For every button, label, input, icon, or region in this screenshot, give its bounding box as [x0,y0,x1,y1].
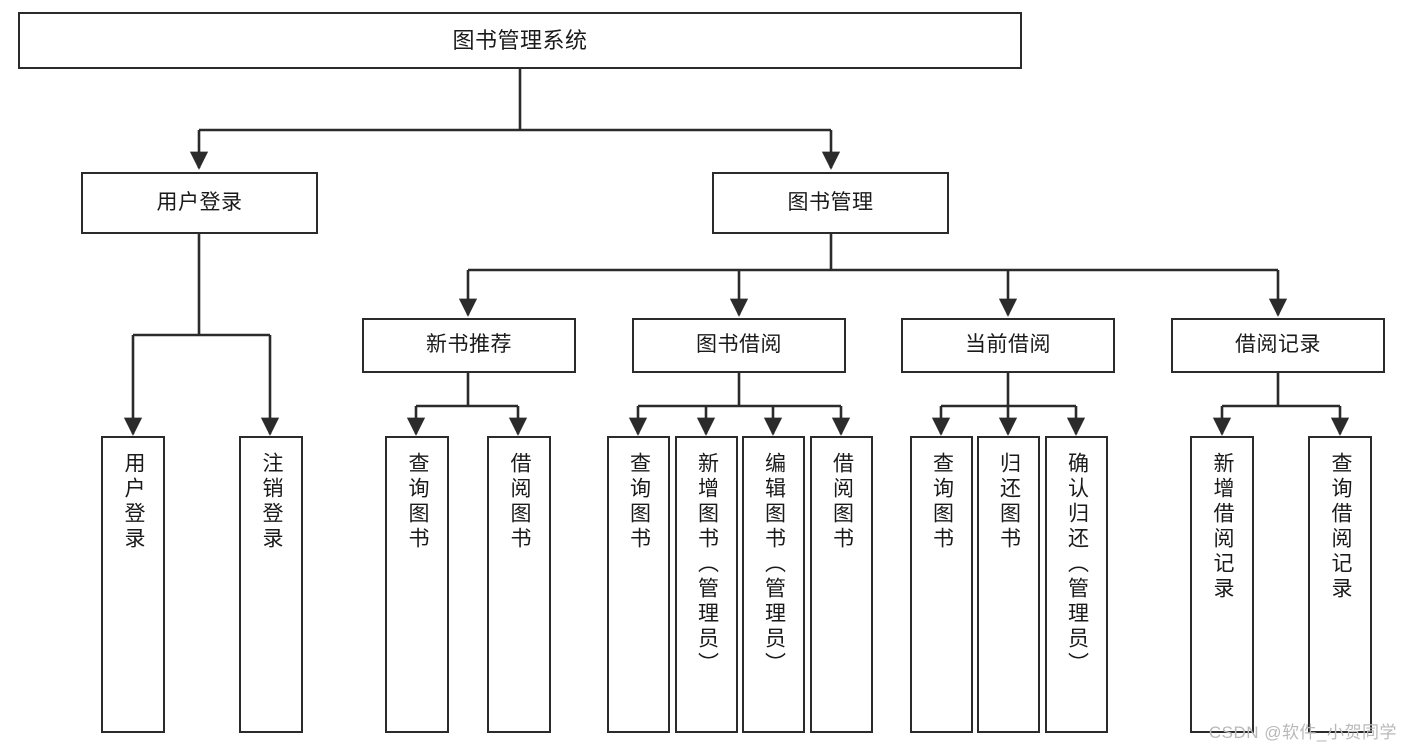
leaf-borrow-record-add[interactable]: 新增借阅记录 [1190,436,1254,733]
leaf-book-borrow-edit[interactable]: 编辑图书（管理员） [742,436,805,733]
leaf-user-login-logout[interactable]: 注销登录 [239,436,303,733]
leaf-book-borrow-add[interactable]: 新增图书（管理员） [675,436,738,733]
node-user-login[interactable]: 用户登录 [81,172,318,234]
leaf-borrow-record-query[interactable]: 查询借阅记录 [1308,436,1372,733]
leaf-user-login-logout-label: 注销登录 [260,452,284,552]
node-current-borrow-label: 当前借阅 [965,333,1051,357]
leaf-book-borrow-borrow[interactable]: 借阅图书 [810,436,873,733]
leaf-borrow-record-add-label: 新增借阅记录 [1211,452,1235,602]
leaf-book-borrow-query[interactable]: 查询图书 [607,436,670,733]
leaf-current-borrow-query[interactable]: 查询图书 [910,436,973,733]
node-user-login-label: 用户登录 [156,190,243,214]
node-book-borrow-label: 图书借阅 [696,333,782,357]
node-borrow-record-label: 借阅记录 [1235,333,1321,357]
node-book-borrow[interactable]: 图书借阅 [632,318,846,373]
leaf-book-borrow-borrow-label: 借阅图书 [830,452,854,552]
watermark: CSDN @软件_小贺同学 [1208,723,1397,742]
leaf-borrow-record-query-label: 查询借阅记录 [1329,452,1353,602]
node-current-borrow[interactable]: 当前借阅 [901,318,1115,373]
node-book-management[interactable]: 图书管理 [712,172,949,234]
leaf-current-borrow-query-label: 查询图书 [930,452,954,552]
leaf-user-login-login-label: 用户登录 [122,452,146,552]
leaf-current-borrow-return-label: 归还图书 [997,452,1021,552]
leaf-current-borrow-confirm[interactable]: 确认归还（管理员） [1045,436,1108,733]
node-borrow-record[interactable]: 借阅记录 [1171,318,1385,373]
node-root-label: 图书管理系统 [452,27,588,53]
leaf-book-borrow-edit-label: 编辑图书（管理员） [762,452,786,677]
leaf-book-borrow-query-label: 查询图书 [627,452,651,552]
leaf-current-borrow-return[interactable]: 归还图书 [977,436,1040,733]
node-book-management-label: 图书管理 [787,190,874,214]
leaf-new-book-borrow-label: 借阅图书 [508,452,532,552]
leaf-new-book-borrow[interactable]: 借阅图书 [487,436,551,733]
leaf-current-borrow-confirm-label: 确认归还（管理员） [1065,452,1089,677]
leaf-user-login-login[interactable]: 用户登录 [101,436,165,733]
leaf-book-borrow-add-label: 新增图书（管理员） [695,452,719,677]
node-new-book-recommend[interactable]: 新书推荐 [362,318,576,373]
leaf-new-book-query-label: 查询图书 [406,452,430,552]
leaf-new-book-query[interactable]: 查询图书 [385,436,449,733]
node-new-book-recommend-label: 新书推荐 [426,333,512,357]
node-root[interactable]: 图书管理系统 [18,12,1022,69]
